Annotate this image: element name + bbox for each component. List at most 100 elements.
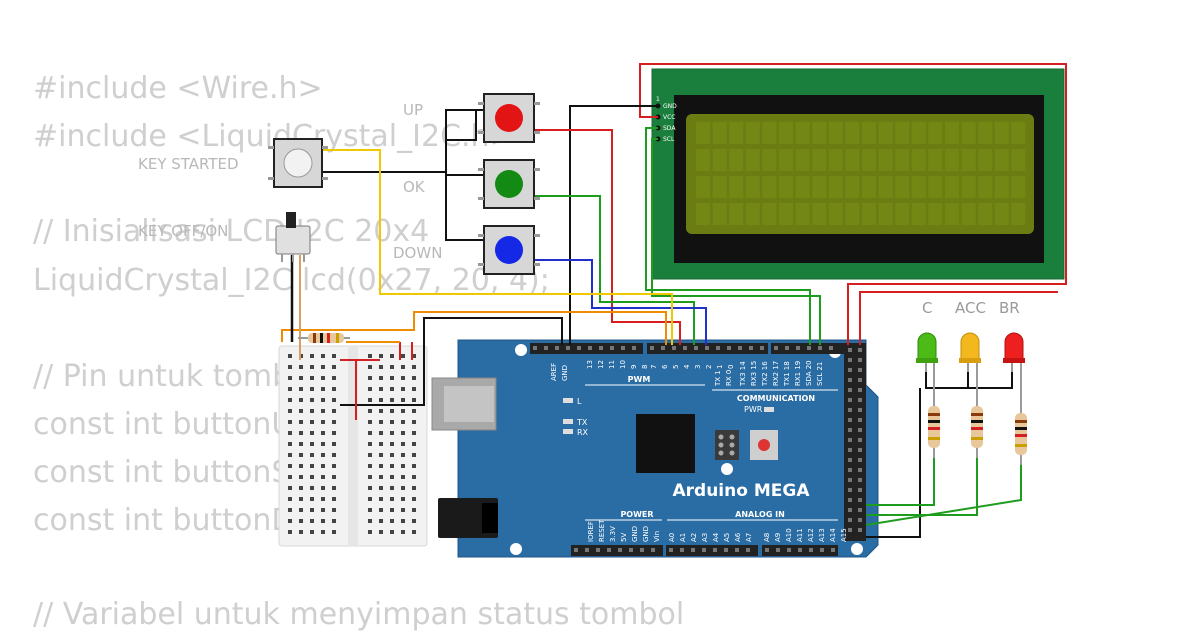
- breadboard-hole: [310, 365, 314, 369]
- code-line: // Inisialisasi LCD I2C 20x4: [33, 214, 430, 249]
- header-pin: [760, 346, 764, 350]
- breadboard-hole: [321, 387, 325, 391]
- breadboard-hole: [368, 508, 372, 512]
- breadboard-hole: [368, 398, 372, 402]
- breadboard-hole: [288, 497, 292, 501]
- mounting-hole: [721, 463, 733, 475]
- lcd-cell: [911, 122, 926, 144]
- led-tx-indicator: [563, 419, 573, 424]
- header-pin: [629, 548, 633, 552]
- lcd-cell: [895, 176, 910, 198]
- lcd-cell: [729, 176, 744, 198]
- breadboard-hole: [288, 365, 292, 369]
- breadboard-hole: [412, 431, 416, 435]
- communication-label: COMMUNICATION: [737, 394, 815, 403]
- pin-label: A0: [668, 533, 676, 542]
- header-pin: [848, 428, 852, 432]
- push-button-ok[interactable]: [478, 159, 540, 209]
- breadboard-hole: [379, 464, 383, 468]
- code-line: #include <Wire.h>: [33, 71, 323, 106]
- breadboard-hole: [379, 398, 383, 402]
- board-name: Arduino MEGA: [673, 481, 811, 501]
- header-pin: [705, 346, 709, 350]
- breadboard-hole: [368, 464, 372, 468]
- lcd-cell: [945, 203, 959, 225]
- led-br: [1003, 332, 1025, 363]
- wire-buttons-gnd: [446, 110, 477, 141]
- push-button-up[interactable]: [478, 93, 540, 143]
- push-button-key-started[interactable]: [268, 138, 328, 188]
- lcd-cell: [994, 149, 1009, 171]
- breadboard-hole: [390, 409, 394, 413]
- header-pin: [848, 438, 852, 442]
- breadboard-hole: [288, 431, 292, 435]
- breadboard-hole: [299, 508, 303, 512]
- lcd-cell: [1011, 203, 1026, 225]
- wire-led-br-signal: [865, 462, 1022, 526]
- lcd-cell: [712, 176, 727, 198]
- lcd-cell: [729, 203, 744, 225]
- pin-label: RX1 19: [794, 361, 802, 386]
- breadboard: [278, 345, 428, 547]
- breadboard-hole: [412, 486, 416, 490]
- breadboard-hole: [379, 530, 383, 534]
- header-holes: [533, 346, 862, 552]
- breadboard-hole: [288, 420, 292, 424]
- breadboard-hole: [368, 354, 372, 358]
- breadboard-hole: [412, 453, 416, 457]
- header-pin: [848, 408, 852, 412]
- mounting-hole: [515, 344, 527, 356]
- breadboard-hole: [412, 475, 416, 479]
- pin-label: SCL 21: [816, 362, 824, 386]
- wire-key-started-signal: [322, 149, 673, 345]
- led-l-label: L: [577, 397, 582, 406]
- lcd-20x4-module: 1 GND VCC SDA SCL: [651, 68, 1065, 280]
- microcontroller-chip: [636, 414, 695, 473]
- breadboard-hole: [412, 420, 416, 424]
- lcd-pin-label: 1: [656, 96, 660, 103]
- lcd-cell: [961, 203, 976, 225]
- wire-red-5v: [859, 291, 1058, 345]
- breadboard-hole: [368, 497, 372, 501]
- push-button-down[interactable]: [478, 225, 540, 275]
- breadboard-hole: [299, 387, 303, 391]
- header-pin: [858, 518, 862, 522]
- analog-in-label: ANALOG IN: [735, 510, 785, 519]
- lcd-cell: [1011, 176, 1026, 198]
- pin-label: 11: [608, 360, 616, 369]
- header-pin: [848, 468, 852, 472]
- header-pin: [858, 468, 862, 472]
- header-pin: [798, 548, 802, 552]
- breadboard-hole: [332, 409, 336, 413]
- header-pin: [787, 548, 791, 552]
- header-pin: [749, 346, 753, 350]
- pin-label: A2: [690, 533, 698, 542]
- header-pin: [858, 508, 862, 512]
- lcd-cell: [845, 122, 860, 144]
- lcd-cell: [779, 149, 793, 171]
- header-pin: [858, 528, 862, 532]
- breadboard-hole: [368, 431, 372, 435]
- led-rx-indicator: [563, 429, 573, 434]
- lcd-cell: [795, 122, 810, 144]
- breadboard-hole: [288, 398, 292, 402]
- wire-button-ok: [534, 195, 695, 345]
- breadboard-hole: [368, 442, 372, 446]
- pin-label: A4: [712, 532, 720, 542]
- lcd-cell: [961, 122, 976, 144]
- pin-label: RX 0: [725, 370, 733, 386]
- breadboard-hole: [310, 475, 314, 479]
- breadboard-hole: [401, 376, 405, 380]
- lcd-cell: [696, 122, 710, 144]
- slide-switch[interactable]: [275, 212, 311, 262]
- header-pin: [858, 378, 862, 382]
- code-line: // Pin untuk tombol: [33, 359, 318, 394]
- breadboard-hole: [310, 508, 314, 512]
- led-leads: [925, 363, 1022, 415]
- pin-label: GND: [642, 526, 650, 542]
- breadboard-hole: [390, 398, 394, 402]
- lcd-cell: [945, 176, 959, 198]
- pin-label: 5V: [620, 533, 628, 542]
- breadboard-hole: [390, 519, 394, 523]
- breadboard-hole: [288, 486, 292, 490]
